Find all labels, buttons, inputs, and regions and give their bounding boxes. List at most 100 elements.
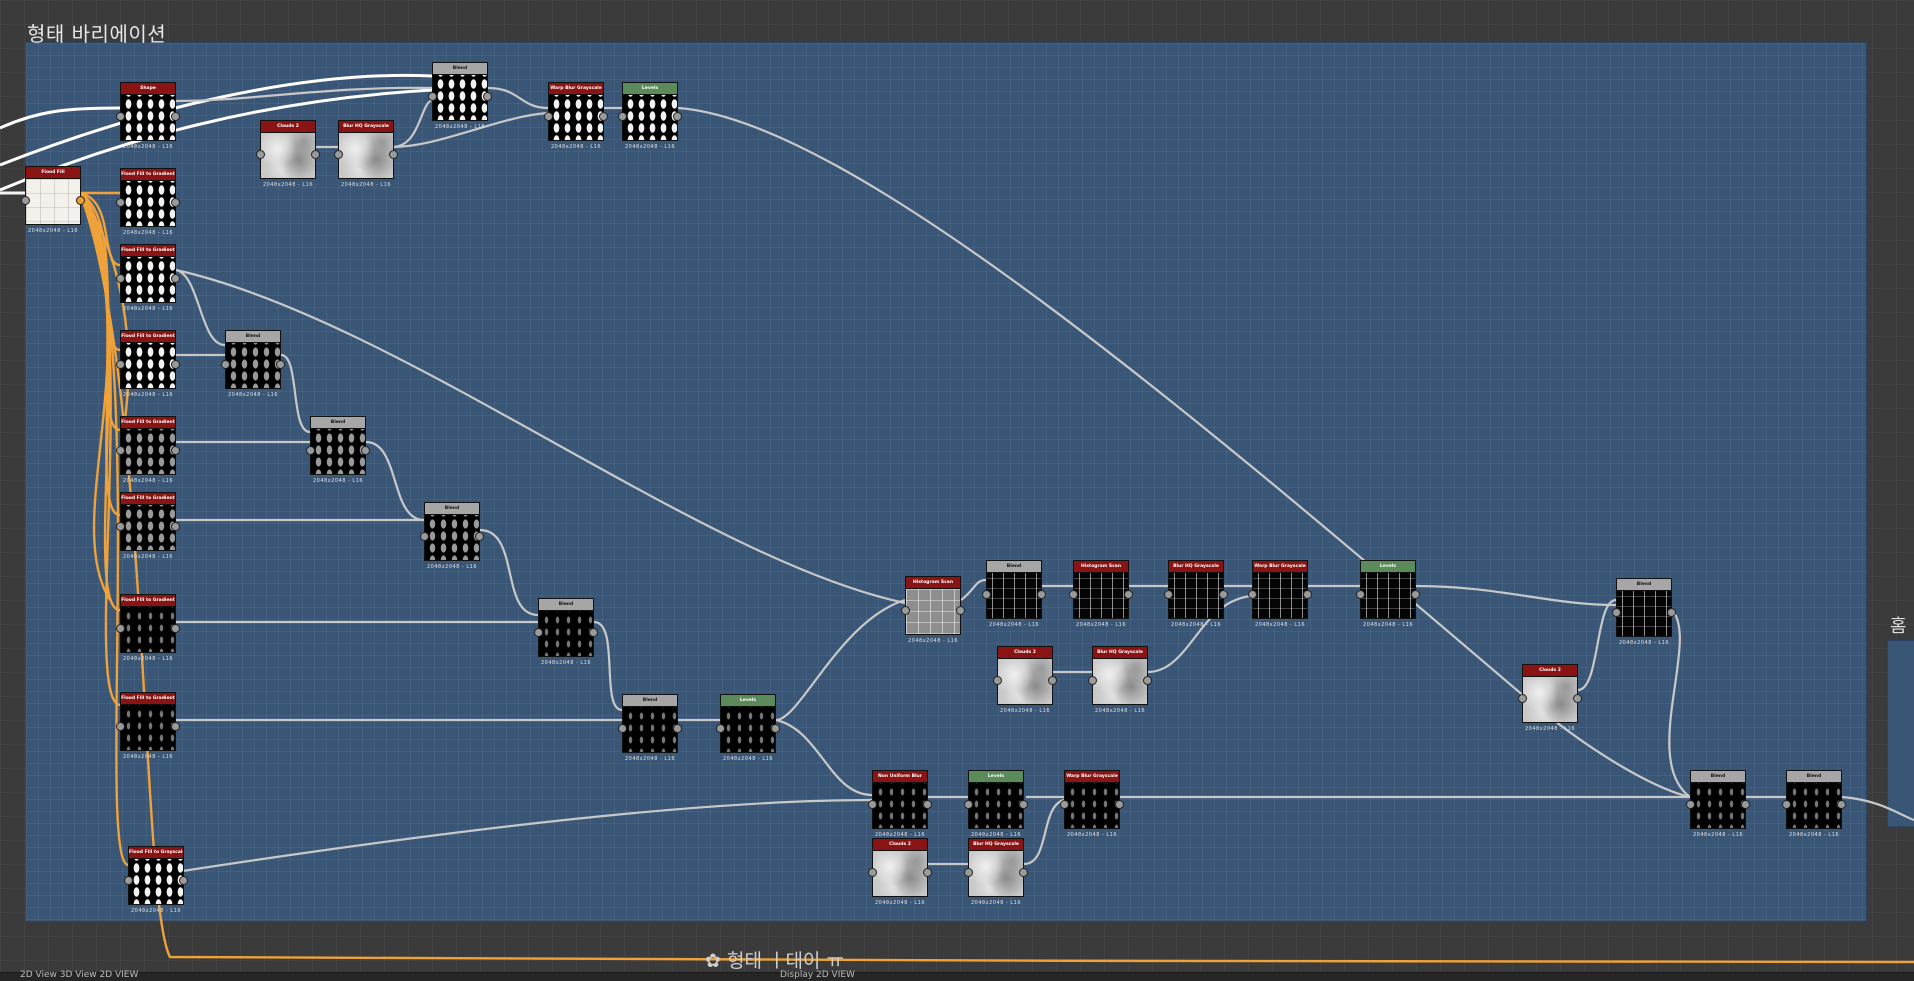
input-port[interactable]: [1356, 590, 1365, 599]
output-port[interactable]: [1219, 590, 1228, 599]
output-port[interactable]: [1019, 800, 1028, 809]
input-port[interactable]: [1060, 800, 1069, 809]
input-port[interactable]: [116, 360, 125, 369]
input-port[interactable]: [116, 722, 125, 731]
output-port[interactable]: [171, 722, 180, 731]
input-port[interactable]: [1782, 800, 1791, 809]
output-port[interactable]: [1143, 676, 1152, 685]
output-port[interactable]: [1303, 590, 1312, 599]
input-port[interactable]: [544, 112, 553, 121]
input-port[interactable]: [306, 446, 315, 455]
output-port[interactable]: [673, 112, 682, 121]
output-port[interactable]: [475, 532, 484, 541]
output-port[interactable]: [361, 446, 370, 455]
output-port[interactable]: [923, 868, 932, 877]
input-port[interactable]: [116, 112, 125, 121]
output-port[interactable]: [171, 198, 180, 207]
input-port[interactable]: [428, 92, 437, 101]
output-port[interactable]: [1115, 800, 1124, 809]
input-port[interactable]: [901, 606, 910, 615]
input-port[interactable]: [716, 724, 725, 733]
output-port[interactable]: [589, 628, 598, 637]
input-port[interactable]: [221, 360, 230, 369]
input-port[interactable]: [420, 532, 429, 541]
input-port[interactable]: [116, 446, 125, 455]
output-port[interactable]: [923, 800, 932, 809]
input-port[interactable]: [256, 150, 265, 159]
output-port[interactable]: [1411, 590, 1420, 599]
input-port[interactable]: [868, 800, 877, 809]
output-port[interactable]: [389, 150, 398, 159]
input-port[interactable]: [334, 150, 343, 159]
output-port[interactable]: [956, 606, 965, 615]
input-port[interactable]: [618, 112, 627, 121]
output-port[interactable]: [171, 624, 180, 633]
output-port[interactable]: [76, 196, 85, 205]
input-port[interactable]: [21, 196, 30, 205]
side-frame[interactable]: [1887, 640, 1914, 827]
output-port[interactable]: [171, 112, 180, 121]
input-port[interactable]: [116, 274, 125, 283]
output-port[interactable]: [771, 724, 780, 733]
input-port[interactable]: [116, 198, 125, 207]
input-port[interactable]: [618, 724, 627, 733]
input-port[interactable]: [124, 876, 133, 885]
output-port[interactable]: [1019, 868, 1028, 877]
output-port[interactable]: [276, 360, 285, 369]
input-port[interactable]: [982, 590, 991, 599]
input-port[interactable]: [116, 522, 125, 531]
output-port[interactable]: [1837, 800, 1846, 809]
output-port[interactable]: [171, 446, 180, 455]
input-port[interactable]: [1248, 590, 1257, 599]
input-port[interactable]: [116, 624, 125, 633]
input-port[interactable]: [1069, 590, 1078, 599]
output-port[interactable]: [179, 876, 188, 885]
output-port[interactable]: [171, 522, 180, 531]
input-port[interactable]: [1518, 694, 1527, 703]
output-port[interactable]: [483, 92, 492, 101]
frame-shape-variation[interactable]: [25, 42, 1867, 922]
output-port[interactable]: [673, 724, 682, 733]
output-port[interactable]: [1037, 590, 1046, 599]
input-port[interactable]: [1088, 676, 1097, 685]
input-port[interactable]: [964, 868, 973, 877]
output-port[interactable]: [311, 150, 320, 159]
input-port[interactable]: [868, 868, 877, 877]
input-port[interactable]: [534, 628, 543, 637]
output-port[interactable]: [1573, 694, 1582, 703]
